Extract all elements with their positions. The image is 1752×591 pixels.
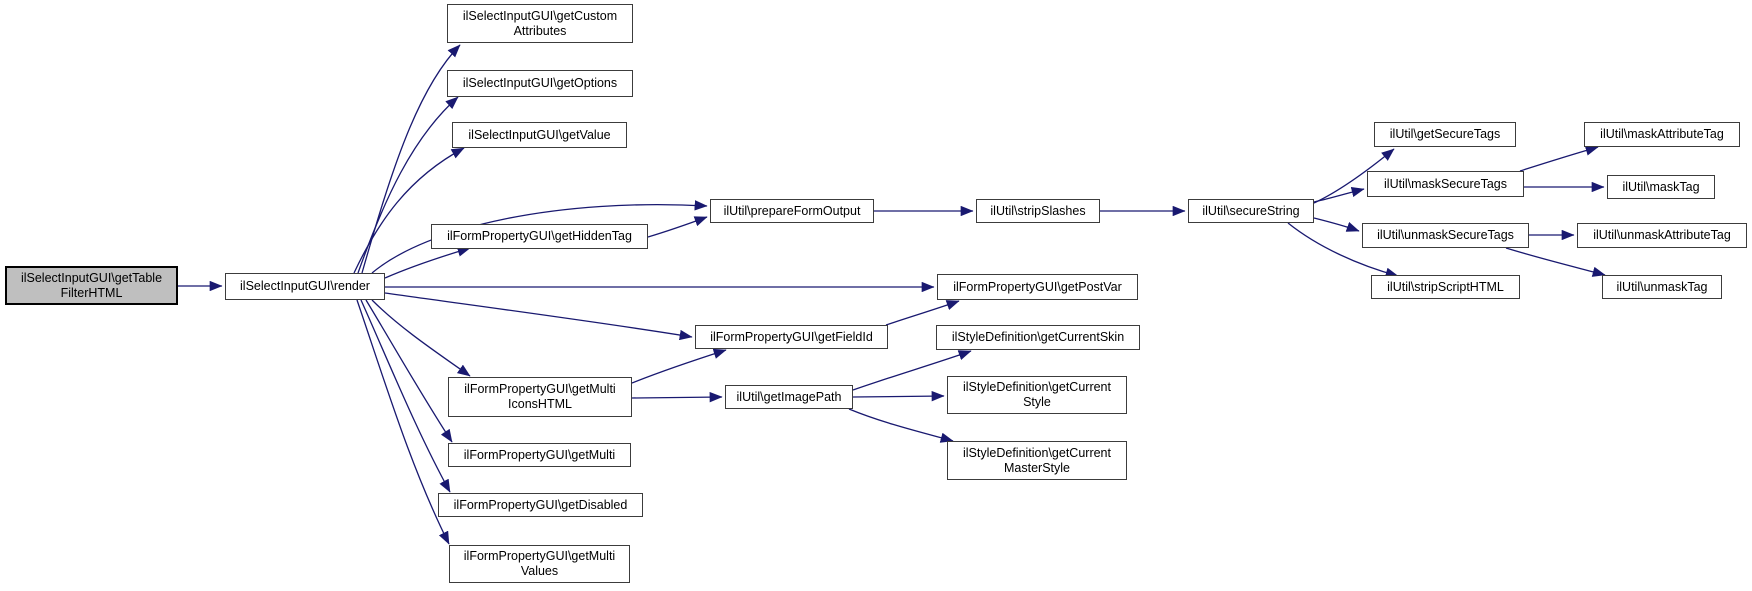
node-label: MasterStyle [1004, 460, 1070, 475]
node-label: ilStyleDefinition\getCurrent [963, 445, 1111, 460]
node-unmaskSecureTags[interactable]: ilUtil\unmaskSecureTags [1362, 223, 1529, 248]
edge-getMultiIconsHTML-to-getFieldId [631, 348, 727, 384]
node-label: ilSelectInputGUI\getOptions [462, 76, 618, 90]
node-maskSecureTags[interactable]: ilUtil\maskSecureTags [1367, 171, 1524, 197]
edge-maskSecureTags-to-maskAttributeTag [1519, 145, 1599, 172]
edge-render-to-getCustomAttributes [361, 44, 461, 274]
node-label: ilUtil\maskTag [1622, 179, 1700, 194]
node-getValue[interactable]: ilSelectInputGUI\getValue [452, 122, 627, 148]
node-stripScriptHTML[interactable]: ilUtil\stripScriptHTML [1371, 275, 1520, 299]
edge-getImagePath-to-getCurrentSkin [852, 350, 972, 391]
node-label: ilUtil\unmaskAttributeTag [1593, 228, 1731, 242]
node-getPostVar[interactable]: ilFormPropertyGUI\getPostVar [937, 274, 1138, 300]
node-label: Values [520, 564, 559, 578]
node-getImagePath[interactable]: ilUtil\getImagePath [725, 385, 853, 409]
node-label: IconsHTML [508, 397, 572, 411]
node-label: ilUtil\unmaskSecureTags [1377, 228, 1514, 242]
edge-getImagePath-to-getCurrentMasterStyle [848, 408, 954, 443]
node-label: ilSelectInputGUI\getTable [20, 270, 163, 285]
node-unmaskTag[interactable]: ilUtil\unmaskTag [1602, 275, 1722, 299]
node-getMultiValues[interactable]: ilFormPropertyGUI\getMulti Values [449, 545, 630, 583]
node-getMultiIconsHTML[interactable]: ilFormPropertyGUI\getMulti IconsHTML [448, 377, 632, 417]
node-label: ilFormPropertyGUI\getMulti [463, 549, 616, 563]
node-label: ilFormPropertyGUI\getMulti [463, 447, 616, 462]
node-stripSlashes[interactable]: ilUtil\stripSlashes [976, 199, 1100, 223]
node-label: ilUtil\stripSlashes [990, 203, 1086, 218]
edge-render-to-getMultiIconsHTML [371, 299, 471, 377]
edge-secureString-to-maskSecureTags [1313, 186, 1365, 203]
node-label: ilUtil\maskSecureTags [1384, 176, 1507, 191]
edge-getFieldId-to-getPostVar [885, 300, 960, 326]
node-label: FilterHTML [60, 285, 123, 300]
edge-unmaskSecureTags-to-unmaskTag [1505, 247, 1606, 277]
node-getCustomAttributes[interactable]: ilSelectInputGUI\getCustom Attributes [447, 4, 633, 43]
node-label: ilFormPropertyGUI\getFieldId [710, 329, 873, 344]
node-label: ilUtil\getImagePath [736, 389, 842, 404]
edge-render-to-getFieldId [384, 292, 693, 341]
node-getSecureTags[interactable]: ilUtil\getSecureTags [1374, 122, 1516, 147]
node-getCurrentStyle[interactable]: ilStyleDefinition\getCurrent Style [947, 376, 1127, 414]
node-getFieldId[interactable]: ilFormPropertyGUI\getFieldId [695, 325, 888, 349]
node-label: ilUtil\maskAttributeTag [1600, 127, 1724, 141]
node-label: Style [1023, 395, 1051, 409]
node-label: Attributes [513, 23, 567, 38]
edge-render-to-getValue [353, 147, 465, 274]
node-label: ilFormPropertyGUI\getPostVar [953, 279, 1122, 294]
node-label: ilUtil\getSecureTags [1389, 127, 1501, 141]
edge-secureString-to-stripScriptHTML [1287, 222, 1399, 278]
node-getMulti[interactable]: ilFormPropertyGUI\getMulti [448, 443, 631, 467]
edge-render-to-getMultiValues [356, 299, 450, 545]
edge-getMultiIconsHTML-to-getImagePath [631, 391, 723, 403]
edge-getImagePath-to-getCurrentStyle [852, 390, 945, 402]
node-label: ilUtil\stripScriptHTML [1387, 279, 1504, 294]
node-label: ilSelectInputGUI\getValue [468, 127, 611, 142]
node-secureString[interactable]: ilUtil\secureString [1188, 199, 1314, 223]
node-getTableFilterHTML: ilSelectInputGUI\getTable FilterHTML [5, 266, 178, 305]
edge-render-to-getDisabled [360, 299, 451, 493]
node-label: ilStyleDefinition\getCurrent [963, 380, 1111, 394]
node-label: ilUtil\secureString [1202, 203, 1300, 218]
node-maskAttributeTag[interactable]: ilUtil\maskAttributeTag [1584, 122, 1740, 147]
node-getDisabled[interactable]: ilFormPropertyGUI\getDisabled [438, 493, 643, 517]
node-label: ilStyleDefinition\getCurrentSkin [951, 330, 1125, 344]
node-getCurrentSkin[interactable]: ilStyleDefinition\getCurrentSkin [936, 325, 1140, 350]
node-label: ilSelectInputGUI\getCustom [462, 8, 618, 23]
edge-getHiddenTag-to-prepareFormOutput [647, 216, 708, 238]
node-render[interactable]: ilSelectInputGUI\render [225, 273, 385, 300]
node-label: ilSelectInputGUI\render [240, 279, 370, 293]
edge-render-to-prepareFormOutput [371, 200, 708, 274]
node-getCurrentMasterStyle[interactable]: ilStyleDefinition\getCurrent MasterStyle [947, 441, 1127, 480]
node-label: ilFormPropertyGUI\getDisabled [453, 497, 628, 512]
node-prepareFormOutput[interactable]: ilUtil\prepareFormOutput [710, 199, 874, 223]
edge-secureString-to-getSecureTags [1313, 148, 1395, 204]
node-getHiddenTag[interactable]: ilFormPropertyGUI\getHiddenTag [431, 224, 648, 249]
node-maskTag[interactable]: ilUtil\maskTag [1607, 175, 1715, 199]
edge-secureString-to-unmaskSecureTags [1313, 217, 1360, 232]
node-getOptions[interactable]: ilSelectInputGUI\getOptions [447, 70, 633, 97]
edge-render-to-getHiddenTag [384, 246, 471, 279]
edge-render-to-getMulti [365, 299, 453, 443]
node-label: ilFormPropertyGUI\getHiddenTag [447, 229, 632, 243]
node-unmaskAttributeTag[interactable]: ilUtil\unmaskAttributeTag [1577, 223, 1747, 248]
node-label: ilFormPropertyGUI\getMulti [464, 382, 616, 396]
node-label: ilUtil\prepareFormOutput [723, 203, 861, 218]
node-label: ilUtil\unmaskTag [1616, 279, 1708, 294]
